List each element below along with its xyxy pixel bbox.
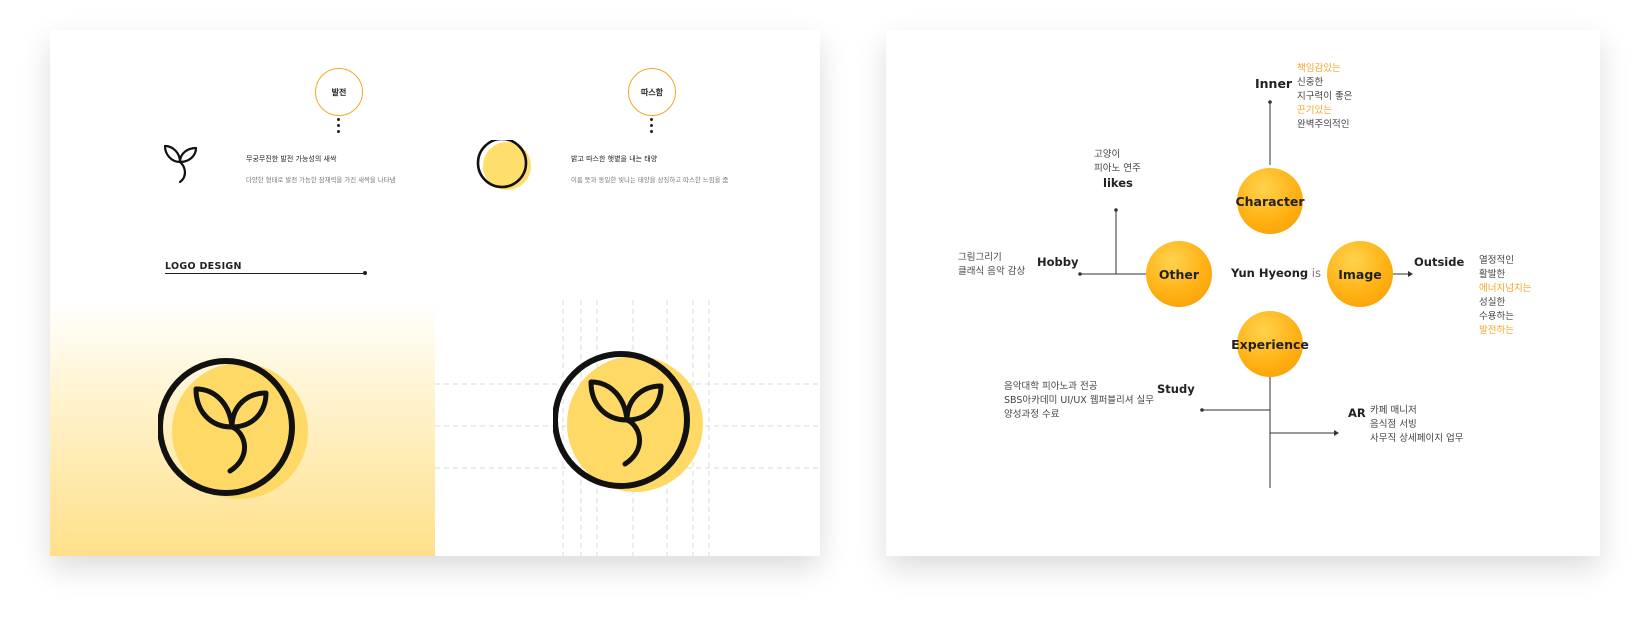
other-node: Other (1146, 241, 1212, 307)
keyword-warmth-label: 따스함 (640, 87, 664, 97)
hobby-label: Hobby (1037, 255, 1079, 269)
ar-item: 사무직 상세페이지 업무 (1370, 433, 1464, 444)
inner-trait: 끈기있는 (1297, 105, 1332, 116)
inner-label: Inner (1255, 76, 1293, 91)
hobby-list: 그림그리기 클래식 음악 감상 (958, 251, 1025, 279)
study-label: Study (1157, 382, 1195, 396)
likes-list: 고양이 피아노 연주 (1094, 148, 1141, 176)
underline-end-dot (363, 271, 367, 275)
inner-trait: 지구력이 좋은 (1297, 91, 1353, 102)
likes-item: 고양이 (1094, 149, 1121, 160)
inner-traits-list: 책임감있는 신중한 지구력이 좋은 끈기있는 완벽주의적인 (1297, 62, 1352, 132)
logo-design-card: 발전 따스함 무궁무진한 발전 가능성의 새싹 다양한 형태로 발전 가능한 잠… (50, 30, 820, 556)
outside-trait: 열정적인 (1479, 255, 1514, 266)
keyword-circle-warmth: 따스함 (628, 68, 676, 116)
study-list: 음악대학 피아노과 전공 SBS아카데미 UI/UX 웹퍼블리셔 실무 양성과정… (1004, 380, 1154, 422)
logo-mark-large (158, 358, 308, 499)
sprout-icon (163, 144, 198, 184)
study-item: 양성과정 수료 (1004, 409, 1060, 420)
vertical-ellipsis-icon (650, 118, 654, 136)
inner-trait: 완벽주의적인 (1297, 119, 1350, 130)
outside-label: Outside (1414, 255, 1465, 269)
center-name: Yun Hyeong (1231, 266, 1309, 280)
ar-list: 카페 매니저 음식점 서빙 사무직 상세페이지 업무 (1370, 404, 1463, 446)
hobby-item: 그림그리기 (958, 252, 1002, 263)
keyword-circle-growth: 발전 (315, 68, 363, 116)
other-node-label: Other (1158, 266, 1200, 282)
warmth-description-text: 이름 뜻과 동일한 빛나는 태양을 상징하고 따스한 느낌을 줌 (571, 176, 729, 184)
section-title: LOGO DESIGN (165, 261, 242, 272)
vertical-ellipsis-icon (337, 118, 341, 136)
character-node-label: Character (1235, 193, 1305, 209)
growth-description-text: 다양한 형태로 발전 가능한 잠재력을 가진 새싹을 나타냄 (246, 176, 396, 184)
center-suffix: is (1308, 266, 1321, 280)
outside-traits-list: 열정적인 활발한 에너지넘치는 성실한 수용하는 발전하는 (1479, 254, 1531, 338)
ar-item: 음식점 서빙 (1370, 419, 1417, 430)
hobby-item: 클래식 음악 감상 (958, 266, 1026, 277)
likes-label: likes (1103, 176, 1133, 190)
mind-map-card: Character Other Image Experience Yun Hye… (886, 30, 1600, 556)
likes-item: 피아노 연주 (1094, 163, 1141, 174)
section-title-underline (165, 273, 365, 274)
character-node: Character (1235, 168, 1305, 234)
outside-trait: 성실한 (1479, 297, 1506, 308)
inner-trait: 책임감있는 (1297, 63, 1341, 74)
ar-item: 카페 매니저 (1370, 405, 1417, 416)
center-subject: Yun Hyeong is (1231, 266, 1321, 280)
outside-trait: 수용하는 (1479, 311, 1514, 322)
mind-map-connectors (1078, 100, 1413, 488)
outside-trait: 에너지넘치는 (1479, 283, 1532, 294)
outside-trait: 발전하는 (1479, 325, 1514, 336)
logo-mark-construction (553, 351, 703, 492)
outside-trait: 활발한 (1479, 269, 1506, 280)
sun-icon (476, 140, 531, 190)
image-node: Image (1327, 241, 1393, 307)
warmth-description-title: 밝고 따스한 햇볕을 내는 태양 (571, 155, 658, 163)
growth-description-title: 무궁무진한 발전 가능성의 새싹 (246, 155, 337, 163)
ar-label: AR (1348, 406, 1366, 420)
keyword-growth-label: 발전 (331, 87, 347, 97)
experience-node-label: Experience (1231, 336, 1309, 352)
experience-node: Experience (1231, 311, 1309, 377)
study-item: 음악대학 피아노과 전공 (1004, 381, 1098, 392)
study-item: SBS아카데미 UI/UX 웹퍼블리셔 실무 (1004, 395, 1155, 406)
inner-trait: 신중한 (1297, 77, 1324, 88)
image-node-label: Image (1338, 266, 1382, 282)
